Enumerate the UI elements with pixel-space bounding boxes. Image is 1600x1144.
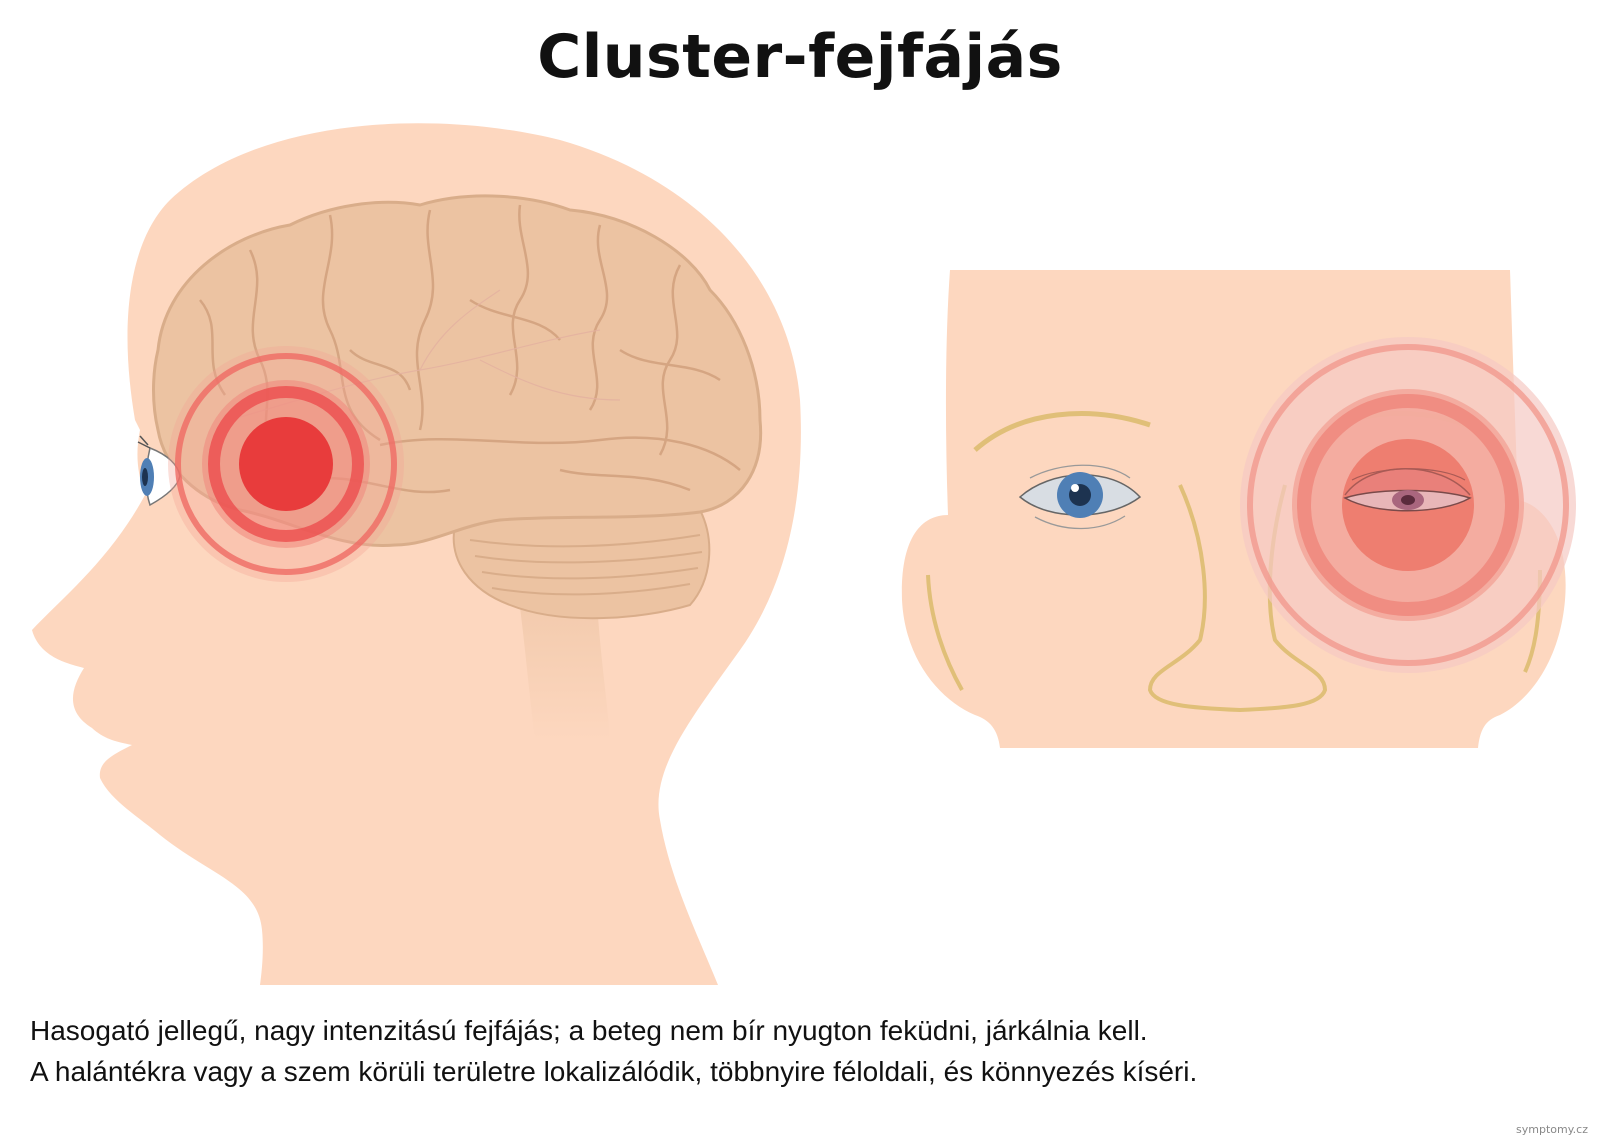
right-eye-pupil xyxy=(1401,495,1415,505)
left-eye-lower-crease xyxy=(1034,515,1126,530)
head-side-view xyxy=(32,123,801,985)
description-line-2: A halántékra vagy a szem körüli területr… xyxy=(30,1056,1198,1087)
cluster-headache-illustration xyxy=(32,123,1576,985)
page-title: Cluster-fejfájás xyxy=(537,22,1063,92)
side-eye-pupil xyxy=(142,468,148,486)
description: Hasogató jellegű, nagy intenzitású fejfá… xyxy=(30,1010,1570,1092)
left-eyebrow xyxy=(973,411,1151,452)
description-line-1: Hasogató jellegű, nagy intenzitású fejfá… xyxy=(30,1015,1148,1046)
left-eyelid-crease xyxy=(1029,464,1131,479)
right-eyelid-crease xyxy=(1351,468,1466,481)
cerebellum-folds xyxy=(469,534,703,596)
source-credit: symptomy.cz xyxy=(1516,1123,1588,1136)
left-eye-highlight xyxy=(1071,484,1079,492)
side-eyelashes xyxy=(137,435,151,449)
face-front-view xyxy=(901,270,1576,748)
left-cheek-line xyxy=(926,574,964,691)
pain-rings-side xyxy=(168,346,404,582)
nose-outline xyxy=(1147,484,1328,713)
